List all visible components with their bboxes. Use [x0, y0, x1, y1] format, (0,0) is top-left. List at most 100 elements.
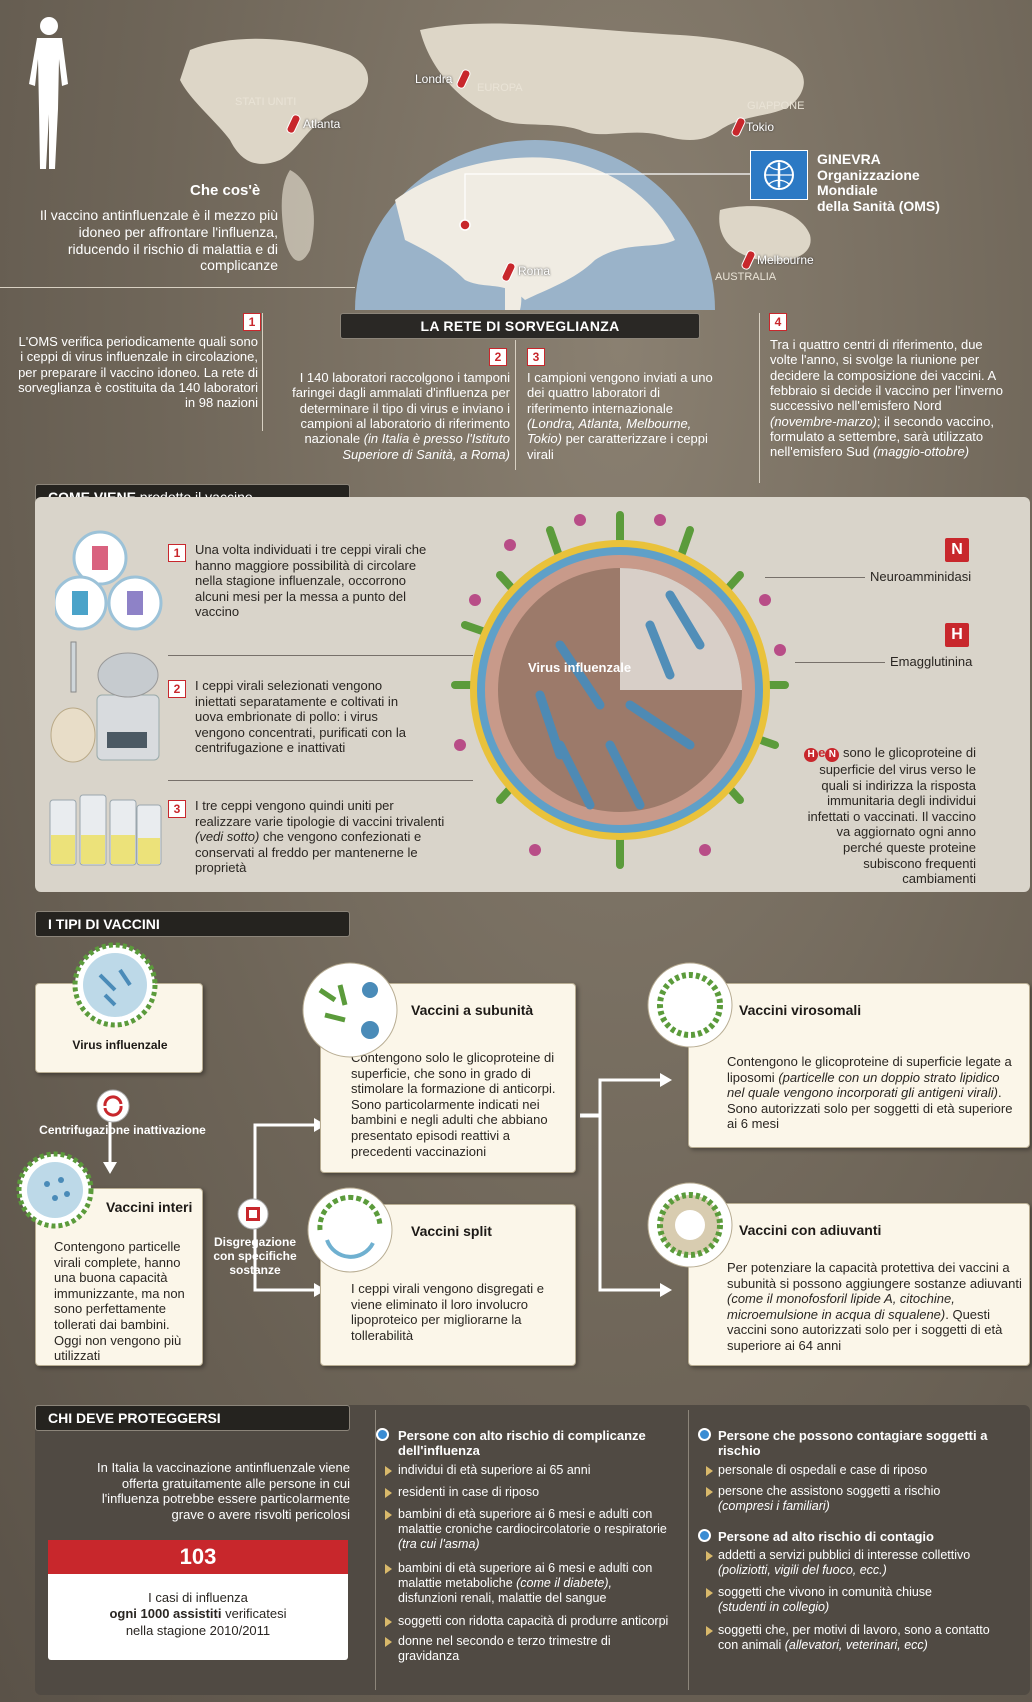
centrifuge-label: Centrifugazione inattivazione [39, 1123, 206, 1137]
whatis-text: Il vaccino antinfluenzale è il mezzo più… [39, 207, 278, 274]
virosomali-italic: (particelle con un doppio strato lipidic… [727, 1069, 1000, 1101]
glyco-body: sono le glicoproteine di superficie del … [807, 745, 976, 887]
group-1-item-5: soggetti con ridotta capacità di produrr… [398, 1614, 669, 1628]
city-london: Londra [415, 72, 453, 86]
map-label-europe: EUROPA [477, 82, 523, 94]
oms-title-line3: Mondiale [817, 182, 878, 199]
oms-title: GINEVRA Organizzazione Mondiale della Sa… [817, 151, 940, 215]
group-1-item-2: residenti in case di riposo [398, 1485, 540, 1499]
neuro-label: Neuroamminidasi [870, 569, 972, 584]
group-1-item-1: individui di età superiore ai 65 anni [398, 1463, 591, 1477]
bullet-arrow-icon [385, 1488, 392, 1498]
prod-step-3-text-a: I tre ceppi vengono quindi uniti per rea… [195, 798, 445, 829]
bullet-arrow-icon [706, 1588, 713, 1598]
prod-step-1-text: Una volta individuati i tre ceppi virali… [195, 542, 427, 620]
rete-step-2-text: I 140 laboratori raccolgono i tamponi fa… [275, 370, 510, 462]
divider [688, 1410, 689, 1690]
adjuvant-icon [647, 1182, 733, 1268]
divider [262, 313, 263, 431]
bullet-arrow-icon [385, 1617, 392, 1627]
bullet-arrow-icon [385, 1466, 392, 1476]
prod-step-1-number: 1 [168, 544, 186, 562]
split-title: Vaccini split [411, 1223, 492, 1239]
prod-step-2-number: 2 [168, 680, 186, 698]
divider [168, 780, 473, 781]
bullet-arrow-icon [706, 1551, 713, 1561]
virosomali-title: Vaccini virosomali [739, 1002, 862, 1018]
rete-step-4-text-b: ; il secondo vaccino, formulato a settem… [770, 413, 994, 460]
group-2-title: Persone che possono contagiare soggetti … [718, 1428, 988, 1459]
stat-box: 103 I casi di influenza ogni 1000 assist… [48, 1540, 348, 1660]
divider [168, 655, 473, 656]
group-3-item-1-text: addetti a servizi pubblici di interesse … [718, 1548, 971, 1562]
virosomali-text-a: Contengono le glicoproteine di superfici… [727, 1054, 1012, 1085]
map-label-australia: AUSTRALIA [715, 271, 777, 283]
virosomali-text-b: . Sono autorizzati solo per soggetti di … [727, 1085, 1013, 1132]
oms-title-line2: Organizzazione [817, 166, 920, 183]
group-1-item-4-text2: disfunzioni renali, malattie del sangue [398, 1590, 607, 1605]
who-header: CHI DEVE PROTEGGERSI [35, 1405, 350, 1431]
adiuvanti-text-b: . Questi vaccini sono autorizzati solo p… [727, 1306, 1003, 1353]
subunit-particles-icon [302, 962, 398, 1058]
types-header: I TIPI DI VACCINI [35, 911, 350, 937]
city-melbourne: Melbourne [757, 253, 814, 267]
rete-step-3-end: per caratterizzare i ceppi virali [527, 431, 708, 462]
city-atlanta: Atlanta [303, 117, 341, 131]
stat-line3: nella stagione 2010/2011 [125, 1622, 271, 1638]
group-3-item-1-italic: (poliziotti, vigili del fuoco, ecc.) [718, 1562, 887, 1577]
rete-step-4-text: Tra i quattro centri di riferimento, due… [770, 337, 1010, 460]
step-1-number: 1 [243, 313, 261, 331]
emag-label: Emagglutinina [890, 654, 973, 669]
bullet-arrow-icon [385, 1564, 392, 1574]
adiuvanti-text-a: Per potenziare la capacità protettiva de… [727, 1260, 1022, 1291]
disgregation-icon [237, 1198, 269, 1230]
subunita-title: Vaccini a subunità [411, 1002, 534, 1018]
rete-step-1-text: L'OMS verifica periodicamente quali sono… [18, 334, 258, 411]
divider [0, 287, 355, 288]
group-2-bullet-icon [698, 1428, 711, 1441]
virus-influenzale-box: Virus influenzale [35, 983, 203, 1073]
adiuvanti-title: Vaccini con adiuvanti [739, 1222, 882, 1238]
whatis-title: Che cos'è [190, 182, 261, 199]
group-1-item-4-italic: (come il diabete), [516, 1575, 613, 1590]
group-1-item-6: donne nel secondo e terzo trimestre di g… [398, 1634, 611, 1663]
prod-step-3-italic: (vedi sotto) [195, 829, 260, 845]
group-3-title: Persone ad alto rischio di contagio [718, 1529, 934, 1544]
rete-step-3-plain: I campioni vengono inviati a uno dei qua… [527, 370, 713, 416]
group-3-item-2-italic: (studenti in collegio) [718, 1599, 830, 1614]
group-3-bullet-icon [698, 1529, 711, 1542]
group-1-title: Persone con alto rischio di complicanze … [398, 1428, 646, 1459]
prod-step-3-text-b: che vengono confezionati e conservati al… [195, 829, 422, 876]
rete-step-4-italic-b: (maggio-ottobre) [872, 444, 970, 460]
n-mini-badge: N [825, 748, 840, 762]
who-emblem-icon [764, 160, 794, 190]
virus-cross-section-illustration [451, 511, 789, 869]
rete-step-4-italic-a: (novembre-marzo) [770, 413, 877, 429]
bullet-arrow-icon [706, 1626, 713, 1636]
rete-step-3-italic: (Londra, Atlanta, Melbourne, Tokio) [527, 415, 692, 447]
map-label-japan: GIAPPONE [747, 100, 805, 112]
who-logo [750, 150, 808, 200]
adiuvanti-italic: (come il monofosforil lipide A, citochin… [727, 1291, 955, 1322]
interi-title: Vaccini interi [106, 1199, 193, 1215]
geneva-connector [459, 173, 750, 231]
oms-title-line1: GINEVRA [817, 151, 881, 167]
stat-bold: ogni 1000 assistiti [109, 1606, 222, 1622]
city-rome: Roma [518, 264, 551, 278]
city-tokyo: Tokio [746, 120, 775, 134]
centrifuge-icon [96, 1089, 130, 1123]
bullet-arrow-icon [706, 1487, 713, 1497]
h-badge: H [945, 623, 969, 647]
group-2-item-2-italic: (compresi i familiari) [718, 1498, 830, 1513]
chi-intro: In Italia la vaccinazione antinfluenzale… [97, 1460, 350, 1522]
step-3-number: 3 [527, 348, 545, 366]
divider [375, 1410, 376, 1690]
oms-title-line4: della Sanità (OMS) [817, 198, 940, 215]
group-1-item-4-text: bambini di età superiore ai 6 mesi e adu… [398, 1561, 653, 1590]
rete-step-3-text: I campioni vengono inviati a uno dei qua… [527, 370, 717, 462]
group-2-item-2-text: persone che assistono soggetti a rischio [718, 1484, 941, 1498]
group-3-item-3-italic: (allevatori, veterinari, ecc) [784, 1637, 928, 1652]
n-badge: N [945, 538, 969, 562]
bullet-arrow-icon [706, 1466, 713, 1476]
